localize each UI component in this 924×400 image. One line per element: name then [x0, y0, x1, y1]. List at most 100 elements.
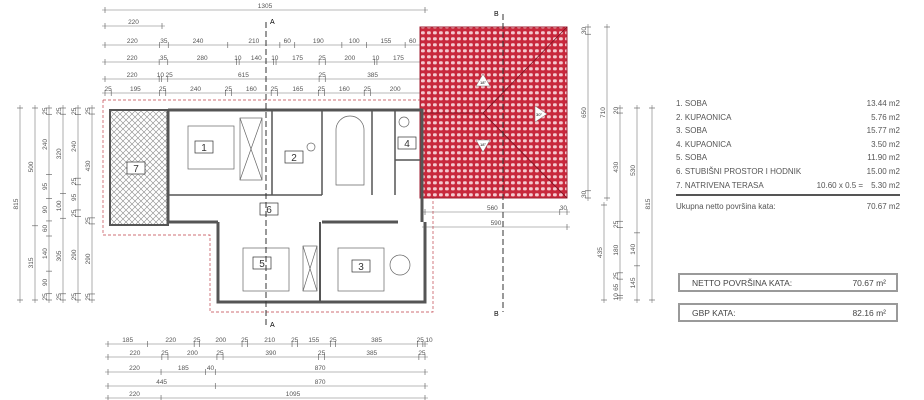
- dimension-label: 430: [85, 160, 92, 171]
- room-number-6: 6: [266, 205, 272, 216]
- room-name: 3. SOBA: [676, 126, 708, 136]
- dimension-label: 25: [165, 72, 173, 79]
- dimension-label: 10: [372, 55, 380, 62]
- bath-fixture-icon: [389, 254, 411, 276]
- dimension-label: 155: [308, 337, 319, 344]
- section-a-bottom: A: [270, 322, 275, 329]
- dimension-label: 160: [339, 86, 350, 93]
- dimension-label: 290: [85, 253, 92, 264]
- dimension-label: 25: [271, 86, 279, 93]
- dimension-label: 185: [178, 365, 189, 372]
- dimension-label: 200: [390, 86, 401, 93]
- dimension-label: 25: [319, 72, 327, 79]
- dimension-label: 25: [417, 337, 425, 344]
- dimension-label: 870: [315, 379, 326, 386]
- dimension-label: 220: [129, 365, 140, 372]
- dimension-label: 240: [71, 141, 78, 152]
- roof-slope-marker: 18°: [475, 73, 491, 87]
- dimension-label: 25: [85, 107, 92, 115]
- dimension-label: 240: [193, 38, 204, 45]
- room-area: 13.44 m2: [866, 99, 900, 108]
- dimension-label: 10: [234, 55, 242, 62]
- dimension-label: 25: [291, 337, 299, 344]
- room-number-2: 2: [291, 153, 297, 164]
- dimension-label: 95: [71, 193, 78, 201]
- dimension-label: 155: [380, 38, 391, 45]
- dimension-label: 390: [265, 350, 276, 357]
- dimension-label: 185: [122, 337, 133, 344]
- dimension-label: 200: [187, 350, 198, 357]
- dimension-label: 220: [127, 55, 138, 62]
- total-row: Ukupna netto površina kata: 70.67 m2: [676, 202, 900, 212]
- dimension-label: 25: [42, 107, 49, 115]
- dimension-label: 25: [56, 107, 63, 115]
- dimension-label: 175: [393, 55, 404, 62]
- dimension-label: 25: [104, 86, 112, 93]
- dimension-label: 220: [127, 72, 138, 79]
- dimension-label: 10: [271, 55, 279, 62]
- dimension-label: 25: [56, 293, 63, 301]
- section-b-top: B: [494, 11, 499, 18]
- room-name: 1. SOBA: [676, 99, 708, 108]
- dimension-label: 25: [216, 350, 224, 357]
- dimension-label: 90: [42, 278, 49, 286]
- dimension-label: 160: [246, 86, 257, 93]
- dimension-label: 10: [157, 72, 165, 79]
- dimension-label: 25: [318, 350, 326, 357]
- dimension-label: 25: [71, 107, 78, 115]
- dimension-label: 615: [238, 72, 249, 79]
- dimension-label: 280: [197, 55, 208, 62]
- dimension-label: 25: [418, 350, 426, 357]
- dimension-label: 500: [28, 161, 35, 172]
- dimension-label: 140: [630, 244, 637, 255]
- toilet-icon: [306, 142, 316, 152]
- svg-text:18°: 18°: [480, 80, 486, 85]
- dimension-label: 1305: [258, 3, 273, 10]
- dimension-label: 145: [630, 277, 637, 288]
- section-a-top: A: [270, 19, 275, 26]
- dimension-label: 30: [581, 190, 588, 198]
- dimension-label: 560: [487, 205, 498, 212]
- roof-plan: 18° 30° 18°: [419, 26, 568, 199]
- dimension-label: 290: [71, 249, 78, 260]
- dimension-label: 25: [613, 272, 620, 280]
- room-area: 15.00 m2: [866, 166, 900, 176]
- dimension-label: 240: [190, 86, 201, 93]
- dimension-label: 590: [491, 220, 502, 227]
- room-area: 15.77 m2: [866, 126, 900, 136]
- dimension-label: 200: [344, 55, 355, 62]
- room-number-1: 1: [201, 143, 207, 154]
- dimension-label: 95: [42, 182, 49, 190]
- dimension-label: 100: [349, 38, 360, 45]
- roof-slope-marker: 30°: [534, 105, 548, 123]
- dimension-label: 25: [364, 86, 372, 93]
- room-number-7: 7: [133, 164, 139, 175]
- dimension-label: 385: [367, 72, 378, 79]
- dimension-label: 220: [129, 350, 140, 357]
- room-labels: 1 2 3 4 5 6 7: [126, 136, 417, 273]
- dimension-label: 220: [165, 337, 176, 344]
- dimension-label: 25: [71, 177, 78, 185]
- room-row: 3. SOBA 15.77 m2: [676, 124, 900, 138]
- roof-slope-marker: 18°: [475, 139, 491, 153]
- dimension-label: 195: [130, 86, 141, 93]
- room-number-3: 3: [358, 262, 364, 273]
- dimension-label: 25: [225, 86, 233, 93]
- dimension-label: 445: [156, 379, 167, 386]
- dimension-label: 430: [613, 161, 620, 172]
- dimension-label: 25: [318, 86, 326, 93]
- dimension-label: 25: [71, 293, 78, 301]
- netto-area-box: NETTO POVRŠINA KATA: 70.67 m²: [678, 273, 898, 292]
- dimension-label: 25: [241, 337, 249, 344]
- dimension-label: 870: [315, 365, 326, 372]
- dimension-label: 100: [56, 200, 63, 211]
- dimension-label: 25: [161, 350, 169, 357]
- dimension-label: 240: [42, 139, 49, 150]
- dimension-label: 25: [613, 220, 620, 228]
- dimension-label: 25: [85, 217, 92, 225]
- dimension-label: 385: [371, 337, 382, 344]
- eave-outline: [102, 99, 434, 313]
- dimension-label: 40: [207, 365, 215, 372]
- dimension-label: 35: [160, 55, 168, 62]
